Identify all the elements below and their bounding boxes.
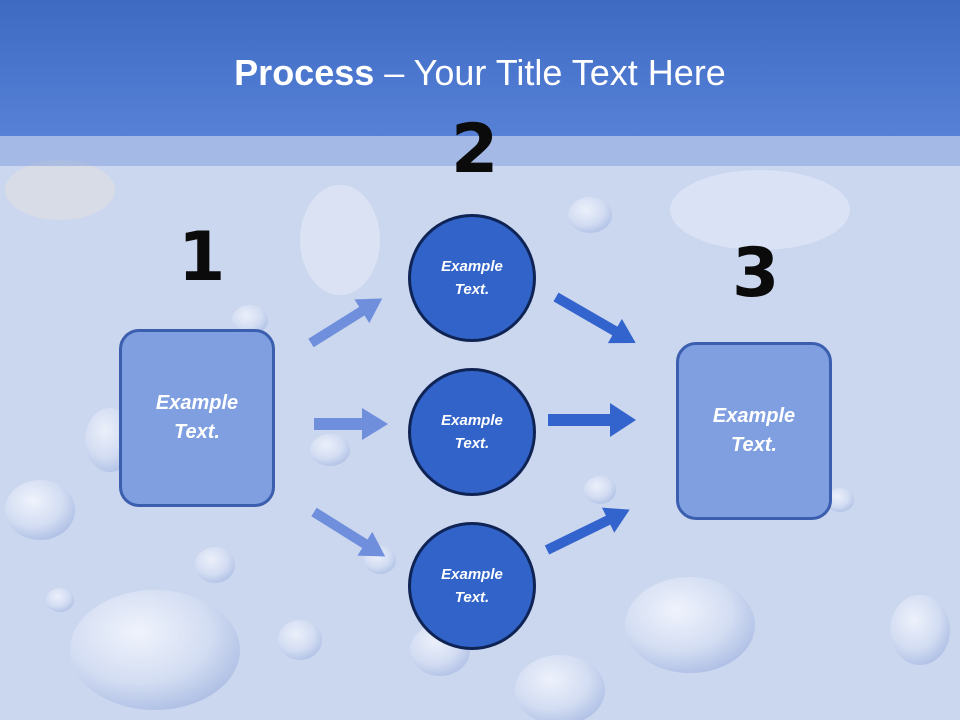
circle-bottom-line1: Example <box>441 566 503 583</box>
step-number-3: 3 <box>732 234 780 313</box>
circle-bottom-line2: Text. <box>454 589 490 606</box>
arrow-middle-to-right <box>548 403 636 437</box>
step-1-line1: Example <box>155 392 239 414</box>
arrow-bottom-to-right <box>544 507 630 555</box>
circle-top-line1: Example <box>441 258 503 275</box>
slide-title: Process – Your Title Text Here <box>0 52 960 94</box>
step-3-line2: Text. <box>731 434 777 456</box>
step-number-2: 2 <box>451 110 499 189</box>
circle-top-line2: Text. <box>454 281 490 298</box>
circle-middle-line1: Example <box>441 412 503 429</box>
circle-middle-line2: Text. <box>454 435 490 452</box>
title-rest: – Your Title Text Here <box>374 52 726 93</box>
title-band-fade <box>0 136 960 166</box>
arrow-left-to-middle <box>314 408 388 440</box>
arrow-left-to-top <box>308 298 383 348</box>
arrow-top-to-right <box>553 292 636 344</box>
title-bold: Process <box>234 52 375 93</box>
step-3-line1: Example <box>712 405 796 427</box>
step-number-1: 1 <box>178 218 226 297</box>
step-1-line2: Text. <box>174 421 220 443</box>
title-band <box>0 0 960 136</box>
arrow-left-to-bottom <box>311 507 386 557</box>
